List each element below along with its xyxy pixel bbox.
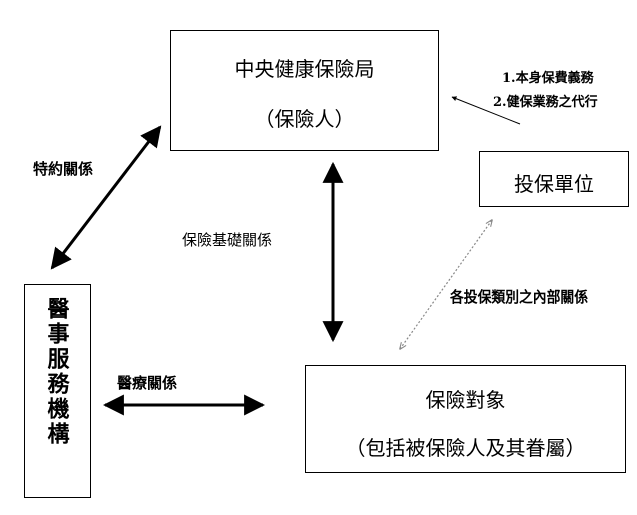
insured-person-title: 保險對象 <box>425 388 506 412</box>
duty-arrow <box>451 96 521 125</box>
care-relation-label: 醫療關係 <box>117 374 178 392</box>
insurer-role: （保險人） <box>254 107 355 131</box>
contract-arrow <box>50 125 162 270</box>
medical-institution-box: 醫事服務機構 <box>24 284 91 498</box>
internal-relation-arrow <box>400 220 492 349</box>
agency-duty-label: 2.健保業務之代行 <box>493 95 598 110</box>
insurer-name: 中央健康保險局 <box>234 57 375 81</box>
internal-relation-label: 各投保類別之內部關係 <box>450 288 589 306</box>
contract-relation-label: 特約關係 <box>33 160 94 178</box>
insurer-box: 中央健康保險局 （保險人） <box>170 30 439 151</box>
insured-person-box: 保險對象 （包括被保險人及其眷屬） <box>305 365 626 473</box>
medical-institution-label: 醫事服務機構 <box>43 297 70 447</box>
insured-unit-box: 投保單位 <box>479 151 629 207</box>
basic-relation-label: 保險基礎關係 <box>182 231 273 249</box>
insured-unit-label: 投保單位 <box>514 172 594 196</box>
premium-duty-label: 1.本身保費義務 <box>502 71 594 86</box>
insured-person-note: （包括被保險人及其眷屬） <box>345 436 586 460</box>
